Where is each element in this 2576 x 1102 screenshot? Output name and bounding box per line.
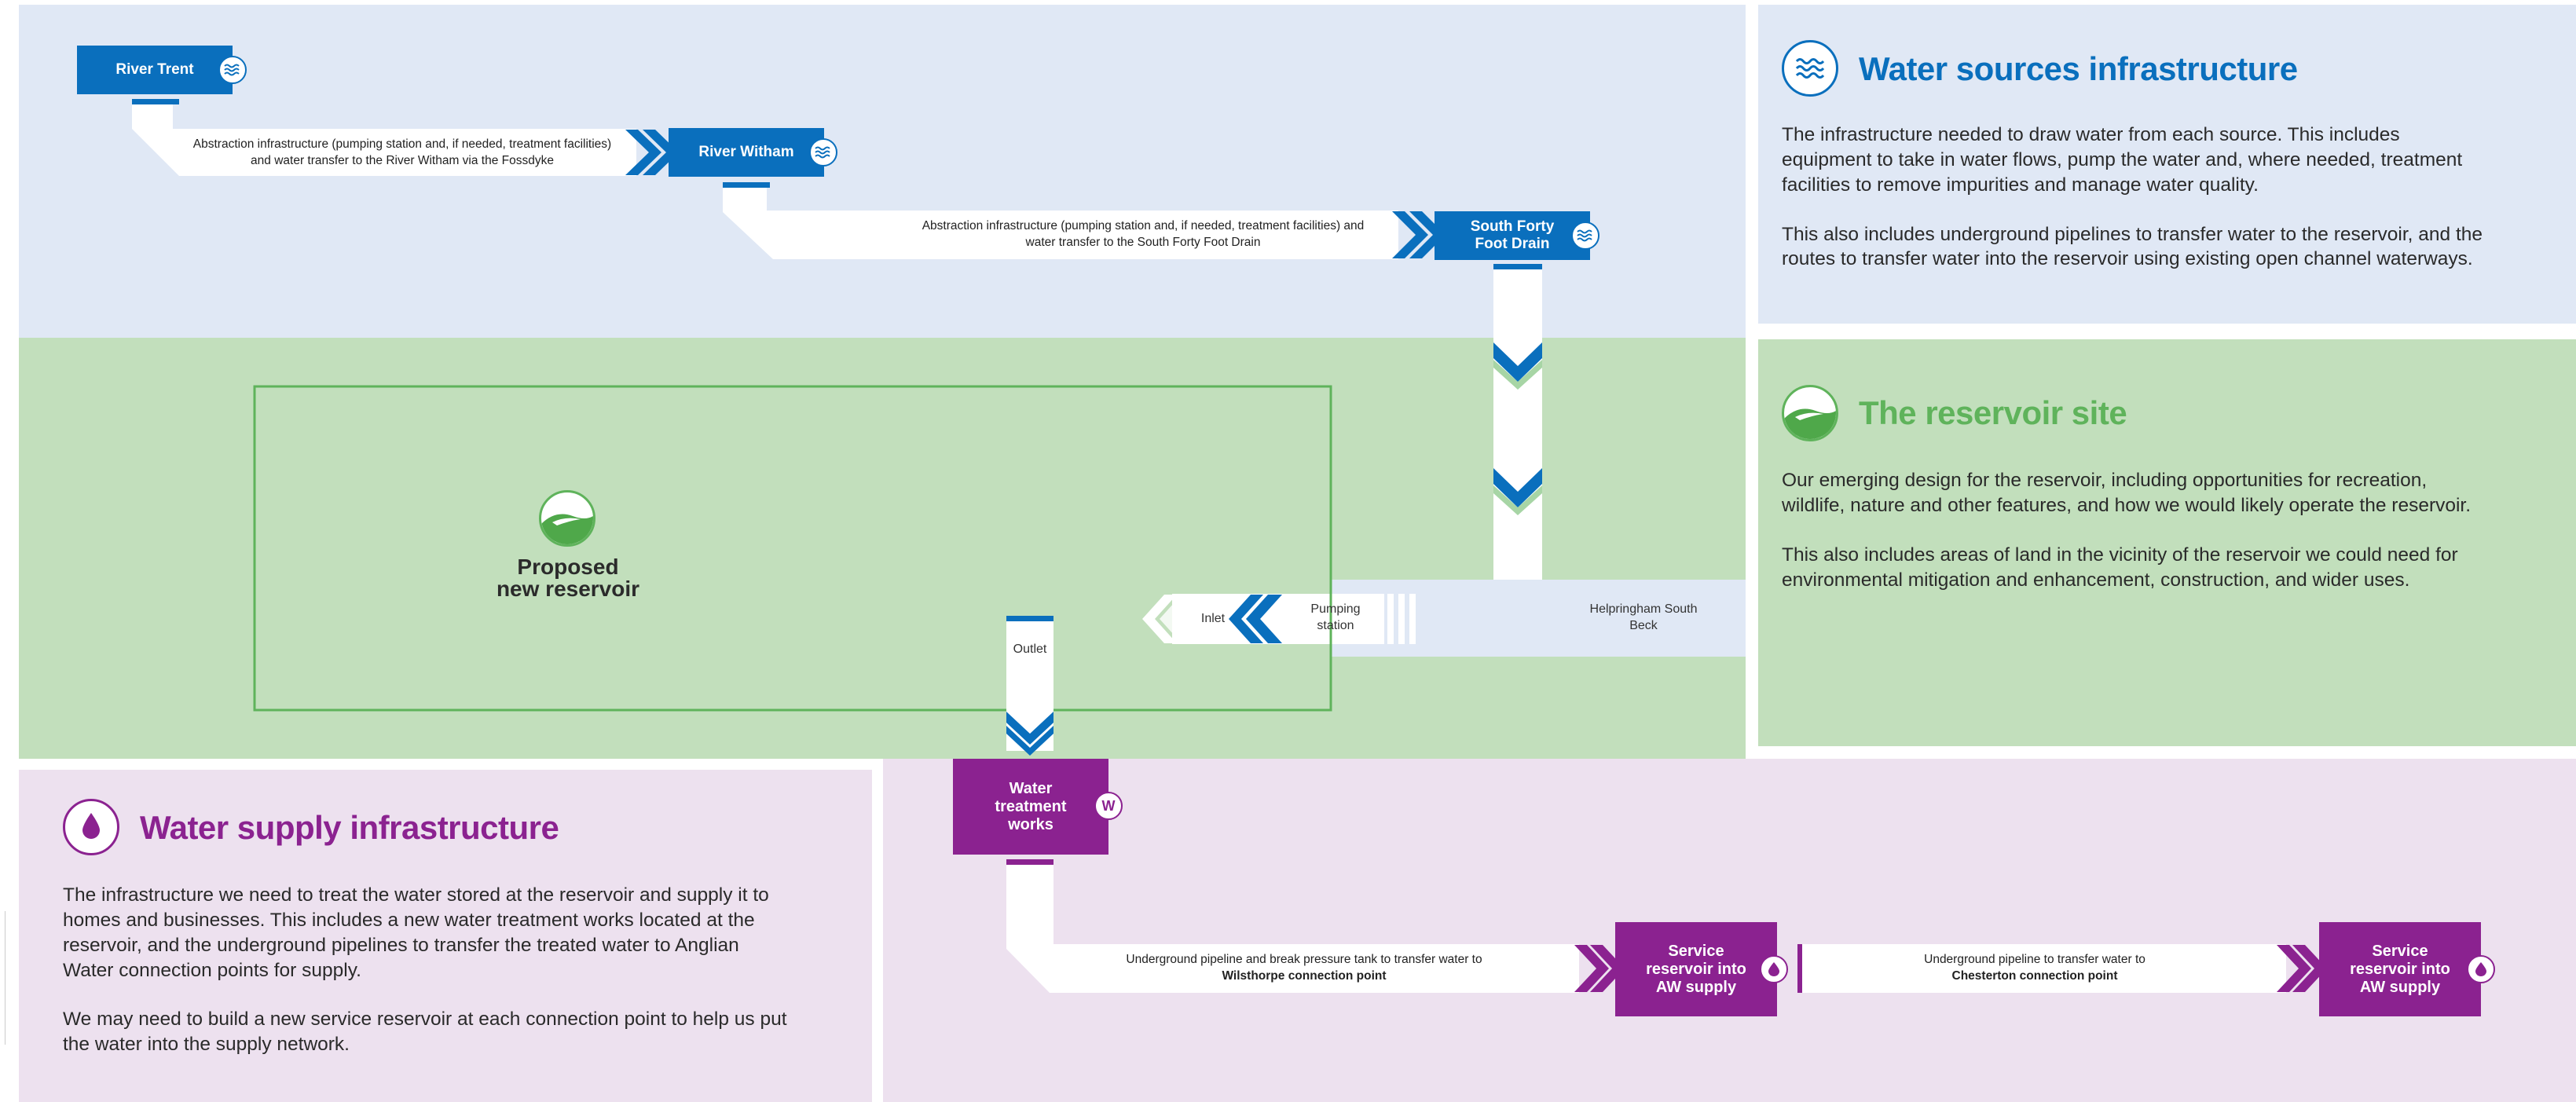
- sources-info-panel: [1758, 5, 2576, 324]
- trent-outlet-cap: [132, 99, 179, 104]
- witham-transfer-text: Abstraction infrastructure (pumping stat…: [922, 219, 1365, 249]
- helpringham-label: Helpringham South Beck: [1589, 602, 1698, 632]
- chevron-down-icon: [1493, 342, 1542, 390]
- wilsthorpe-pipeline-band: [1006, 859, 1579, 993]
- water-drop-icon: [1760, 955, 1788, 983]
- inlet-band: [1172, 594, 1384, 644]
- inlet-label: Inlet: [1200, 612, 1226, 625]
- node-service-reservoir-chesterton: Service reservoir into AW supply: [2319, 922, 2481, 1016]
- sources-info-title: Water sources infrastructure: [1859, 50, 2298, 87]
- edge-divider: [0, 911, 5, 1045]
- witham-transfer-band: [723, 185, 1398, 259]
- node-south-forty-foot-drain: South Forty Foot Drain: [1435, 211, 1590, 260]
- site-info-body: Our emerging design for the reservoir, i…: [1782, 468, 2494, 617]
- chevron-down-icon: [1006, 712, 1053, 756]
- pipeline-wilsthorpe-plain: Underground pipeline and break pressure …: [1126, 953, 1482, 966]
- river-witham-label: River Witham: [698, 144, 794, 161]
- sources-info-p1: The infrastructure needed to draw water …: [1782, 124, 2463, 196]
- reservoir-site-panel: [19, 338, 1746, 759]
- outlet-cap: [1006, 616, 1053, 621]
- sources-info-p2: This also includes underground pipelines…: [1782, 223, 2483, 270]
- supply-info-body: The infrastructure we need to treat the …: [63, 883, 793, 1082]
- wtw-outlet-cap: [1006, 859, 1053, 865]
- south-forty-label: South Forty Foot Drain: [1470, 218, 1555, 252]
- pipeline-chesterton-plain: Underground pipeline to transfer water t…: [1924, 953, 2145, 966]
- supply-info-p1: The infrastructure we need to treat the …: [63, 884, 769, 981]
- sources-info-body: The infrastructure needed to draw water …: [1782, 123, 2489, 296]
- wtw-badge-label: W: [1101, 797, 1116, 814]
- reservoir-title-line2: new reservoir: [496, 577, 640, 601]
- outlet-band: [1006, 616, 1053, 751]
- supply-info-p2: We may need to build a new service reser…: [63, 1009, 787, 1056]
- reservoir-boundary: [253, 385, 1332, 712]
- node-river-witham: River Witham: [669, 128, 824, 177]
- water-waves-icon: [1571, 221, 1599, 250]
- drain-outlet-cap: [1493, 264, 1542, 269]
- reservoir-title: Proposed new reservoir: [440, 556, 696, 600]
- chesterton-pipeline-band: [1799, 944, 2286, 993]
- site-info-p2: This also includes areas of land in the …: [1782, 544, 2458, 591]
- reservoir-landscape-icon: [1782, 385, 1838, 441]
- supply-info-panel: [19, 770, 872, 1102]
- drain-vertical-band: [1493, 264, 1542, 594]
- wtw-badge: W: [1094, 792, 1123, 820]
- outlet-label: Outlet: [1013, 643, 1047, 656]
- node-service-reservoir-wilsthorpe: Service reservoir into AW supply: [1615, 922, 1777, 1016]
- chevron-left-icon: [1142, 595, 1194, 643]
- site-info-panel: [1758, 339, 2576, 746]
- site-info-title: The reservoir site: [1859, 394, 2127, 431]
- water-drop-icon: [63, 799, 119, 855]
- service-reservoir-chesterton-label: Service reservoir into AW supply: [2350, 942, 2450, 996]
- water-waves-icon: [1782, 40, 1838, 97]
- water-waves-icon: [218, 56, 247, 84]
- node-river-trent: River Trent: [77, 46, 233, 94]
- water-drop-icon: [2467, 955, 2495, 983]
- chevron-down-icon: [1493, 468, 1542, 515]
- water-waves-icon: [809, 138, 837, 167]
- chevron-left-icon: [1229, 595, 1282, 643]
- supply-info-title: Water supply infrastructure: [140, 809, 559, 846]
- trent-transfer-text: Abstraction infrastructure (pumping stat…: [192, 137, 612, 167]
- pipeline-chesterton-text: Underground pipeline to transfer water t…: [1901, 952, 2168, 985]
- pipeline-wilsthorpe-text: Underground pipeline and break pressure …: [1100, 952, 1508, 985]
- wtw-label: Water treatment works: [995, 779, 1067, 833]
- chesterton-band-cap: [1797, 944, 1802, 993]
- service-reservoir-wilsthorpe-label: Service reservoir into AW supply: [1646, 942, 1746, 996]
- witham-outlet-cap: [723, 182, 770, 188]
- node-water-treatment-works: Water treatment works: [953, 759, 1108, 855]
- pipeline-chesterton-bold: Chesterton connection point: [1951, 968, 2118, 983]
- pumping-station-label: Pumping station: [1310, 602, 1361, 632]
- reservoir-title-line1: Proposed: [517, 555, 619, 579]
- pumping-station-stripes: [1387, 594, 1416, 644]
- site-info-p1: Our emerging design for the reservoir, i…: [1782, 470, 2472, 516]
- reservoir-landscape-icon: [539, 490, 595, 547]
- river-trent-label: River Trent: [115, 61, 194, 79]
- trent-transfer-band: [132, 102, 636, 176]
- pipeline-wilsthorpe-bold: Wilsthorpe connection point: [1222, 968, 1387, 983]
